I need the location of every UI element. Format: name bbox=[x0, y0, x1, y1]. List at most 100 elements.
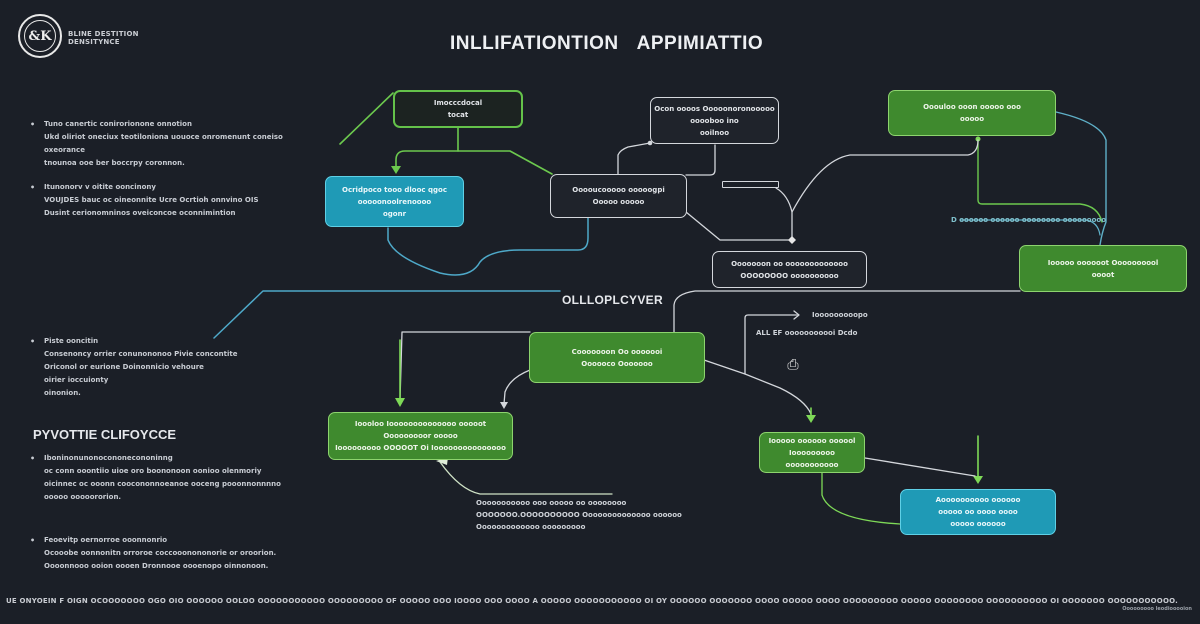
note-line: Itunonorv v oitite ooncinony bbox=[44, 183, 156, 191]
node-text: Ooouloo ooon ooooo ooo bbox=[923, 103, 1021, 111]
note-line: Iboninonunonocononecononinng bbox=[44, 454, 173, 462]
node-text: Iooooo oooooo oooool bbox=[768, 436, 856, 445]
connector-n8-to-n10 bbox=[703, 359, 812, 415]
connector-hub-to-n5 bbox=[791, 139, 979, 213]
node-text: Aoooooooooo oooooo bbox=[935, 496, 1021, 504]
connector-n5-to-n7-blue bbox=[1055, 111, 1107, 246]
connector-n5-to-n7 bbox=[977, 139, 1103, 223]
flow-node[interactable]: Aoooooooooo oooooo ooooo oo oooo oooo oo… bbox=[900, 489, 1056, 535]
note-line: Ooooooooooo ooo ooooo oo oooooooo bbox=[476, 499, 627, 507]
small-note: ALL EF ooooooooooi Dcdo bbox=[756, 329, 858, 337]
note-line: Ukd oliriot oneciux teotiloniona uouoce … bbox=[44, 133, 283, 154]
flow-node[interactable]: Cooooooon Oo ooooooi Oooooco Ooooooo bbox=[529, 332, 705, 383]
flow-node[interactable]: Iooooo oooooo oooool Iooooooooo oooooooo… bbox=[759, 432, 865, 473]
connector-n1-to-n2 bbox=[395, 127, 459, 169]
arrow-label: Iooooooooopo bbox=[812, 311, 868, 319]
node-text: Iooooooooo OOOOOT Oi Iooooooooooooooo bbox=[335, 444, 506, 452]
brand-line: DENSITYNCE bbox=[68, 38, 120, 46]
node-text: oooot bbox=[1091, 270, 1115, 279]
logo: &K bbox=[18, 14, 62, 58]
title-word: APPIMIATTIO bbox=[636, 33, 764, 54]
node-text: Ooooo ooooo bbox=[592, 198, 645, 206]
node-text: Cooooooon Oo ooooooi bbox=[571, 347, 663, 356]
note-line: Piste ooncitin bbox=[44, 337, 99, 345]
footer-text: UE ONYOEIN F OIGN OCOOOOOOO OGO OIO OOOO… bbox=[6, 597, 1178, 605]
node-text: tocat bbox=[447, 111, 469, 119]
page-title: INLLIFATIONTION APPIMIATTIO bbox=[450, 33, 763, 55]
node-text: Ioooloo Ioooooooooooooo ooooot bbox=[354, 420, 487, 428]
connector-n1-from-left bbox=[339, 92, 394, 145]
note-item: Tuno canertic conirorionone onnotion Ukd… bbox=[30, 118, 310, 170]
flow-node[interactable]: Ocridpoco tooo dlooc qgoc ooooonoolrenoo… bbox=[325, 176, 464, 227]
arrowhead-n11 bbox=[973, 476, 983, 484]
flow-node[interactable]: Ioooloo Ioooooooooooooo ooooot Ooooooooo… bbox=[328, 412, 513, 460]
flow-node[interactable]: Ocon oooos Ooooonoronooooo ooooboo ino o… bbox=[650, 97, 779, 144]
note-item: Piste ooncitin Consenoncy orrier conunon… bbox=[30, 335, 310, 400]
connector-n4-to-hub bbox=[685, 211, 793, 241]
note-line: Dusint cerionomninos oveiconcoe oconnimi… bbox=[44, 209, 236, 217]
note-line: Oooonnooo ooion oooen Dronnooe oooenopo … bbox=[44, 562, 269, 570]
center-heading: OLLLOPLCYVER bbox=[562, 293, 663, 307]
note-under-node: Ooooooooooo ooo ooooo oo oooooooo OOOOOO… bbox=[476, 497, 682, 533]
credit-text: Ooooooooo leodiooooion bbox=[1122, 606, 1192, 612]
connector-left-blue bbox=[213, 290, 561, 339]
connector-n3-to-n4 bbox=[685, 144, 716, 176]
flow-node[interactable]: Ooouloo ooon ooooo ooo ooooo bbox=[888, 90, 1056, 136]
joint-n5 bbox=[975, 136, 981, 142]
brand-text: BLINE DESTITION DENSITYNCE bbox=[68, 30, 139, 46]
note-line: OOOOOOO.OOOOOOOOOO Oooooooooooooo oooooo bbox=[476, 511, 682, 519]
connector-n1-to-n4 bbox=[457, 150, 553, 175]
flow-node[interactable]: Iooooo oooooot Oooooooool oooot bbox=[1019, 245, 1187, 292]
connector-n7-to-n8 bbox=[673, 290, 1021, 333]
flow-node[interactable]: Ooooooon oo ooooooooooooo OOOOOOOO ooooo… bbox=[712, 251, 867, 288]
logo-mark-icon: &K bbox=[24, 20, 56, 52]
note-block: Tuno canertic conirorionone onnotion Ukd… bbox=[30, 118, 310, 170]
node-text: Ooooucooooo ooooogpi bbox=[572, 186, 665, 194]
note-block: Itunonorv v oitite ooncinony VOUJDES bau… bbox=[30, 181, 310, 220]
connector-n2-to-n4 bbox=[387, 217, 589, 276]
node-text: ooooboo ino bbox=[690, 116, 739, 125]
node-text: Iooooo oooooot Oooooooool bbox=[1047, 258, 1159, 267]
note-item: Feoevitp oernorroe ooonnonrio Ocooobe oo… bbox=[30, 534, 310, 573]
title-word: INLLIFATIONTION bbox=[450, 33, 619, 54]
note-line: Oriconol or eurione Doinonnicio vehoure bbox=[44, 363, 204, 371]
arrowhead-n9b bbox=[500, 402, 508, 409]
connector-label-to-n7 bbox=[959, 219, 1101, 236]
note-line: Consenoncy orrier conunononoo Pivie conc… bbox=[44, 350, 238, 358]
node-text: Ooooooon oo ooooooooooooo bbox=[731, 259, 848, 268]
note-line: tnounoa ooe ber boccrpy coronnon. bbox=[44, 159, 185, 167]
node-text: Ooooooooor ooooo bbox=[383, 432, 458, 440]
connector-n8-to-n9b bbox=[503, 369, 531, 405]
node-text: Ocridpoco tooo dlooc qgoc bbox=[342, 185, 447, 194]
arrowhead-n2 bbox=[391, 166, 401, 174]
node-text: ooooooooooo bbox=[785, 460, 839, 469]
connector-n9-note bbox=[439, 461, 613, 495]
flow-node[interactable]: Ooooucooooo ooooogpi Ooooo ooooo bbox=[550, 174, 687, 218]
note-block: Iboninonunonocononecononinng oc conn ooo… bbox=[30, 452, 310, 504]
arrowhead-loop bbox=[793, 310, 800, 320]
note-line: Ocooobe oonnonitn orroroe coccooonononor… bbox=[44, 549, 277, 557]
node-text: ooooo oooooo bbox=[950, 520, 1006, 528]
node-text: Ocon oooos Ooooonoronooooo bbox=[654, 104, 775, 113]
node-text: Oooooco Ooooooo bbox=[581, 359, 653, 368]
brand-line: BLINE DESTITION bbox=[68, 30, 139, 38]
note-line: Ooooooooooooo ooooooooo bbox=[476, 523, 586, 531]
note-line: Feoevitp oernorroe ooonnonrio bbox=[44, 536, 168, 544]
node-text: ooooonoolrenoooo bbox=[357, 197, 432, 206]
printer-loop-icon: ⎙ bbox=[787, 357, 799, 373]
arrowhead-n9 bbox=[395, 398, 405, 407]
note-item: Itunonorv v oitite ooncinony VOUJDES bau… bbox=[30, 181, 310, 220]
connector-n8-to-n9 bbox=[399, 331, 531, 401]
note-line: Tuno canertic conirorionone onnotion bbox=[44, 120, 192, 128]
node-text: ooooo bbox=[959, 115, 985, 123]
note-line: oc conn ooontiio uioe oro boononoon ooni… bbox=[44, 467, 262, 475]
node-text: ooooo oo oooo oooo bbox=[938, 508, 1018, 516]
connector-n10-to-n11 bbox=[821, 472, 901, 525]
node-text: Iooooooooo bbox=[789, 448, 835, 457]
note-item: Iboninonunonocononecononinng oc conn ooo… bbox=[30, 452, 310, 504]
flow-node[interactable]: Imocccdocal tocat bbox=[393, 90, 523, 128]
arrowhead-n10 bbox=[806, 415, 816, 423]
node-text: ogonr bbox=[382, 209, 407, 218]
note-line: ooooo ooooororion. bbox=[44, 493, 122, 501]
